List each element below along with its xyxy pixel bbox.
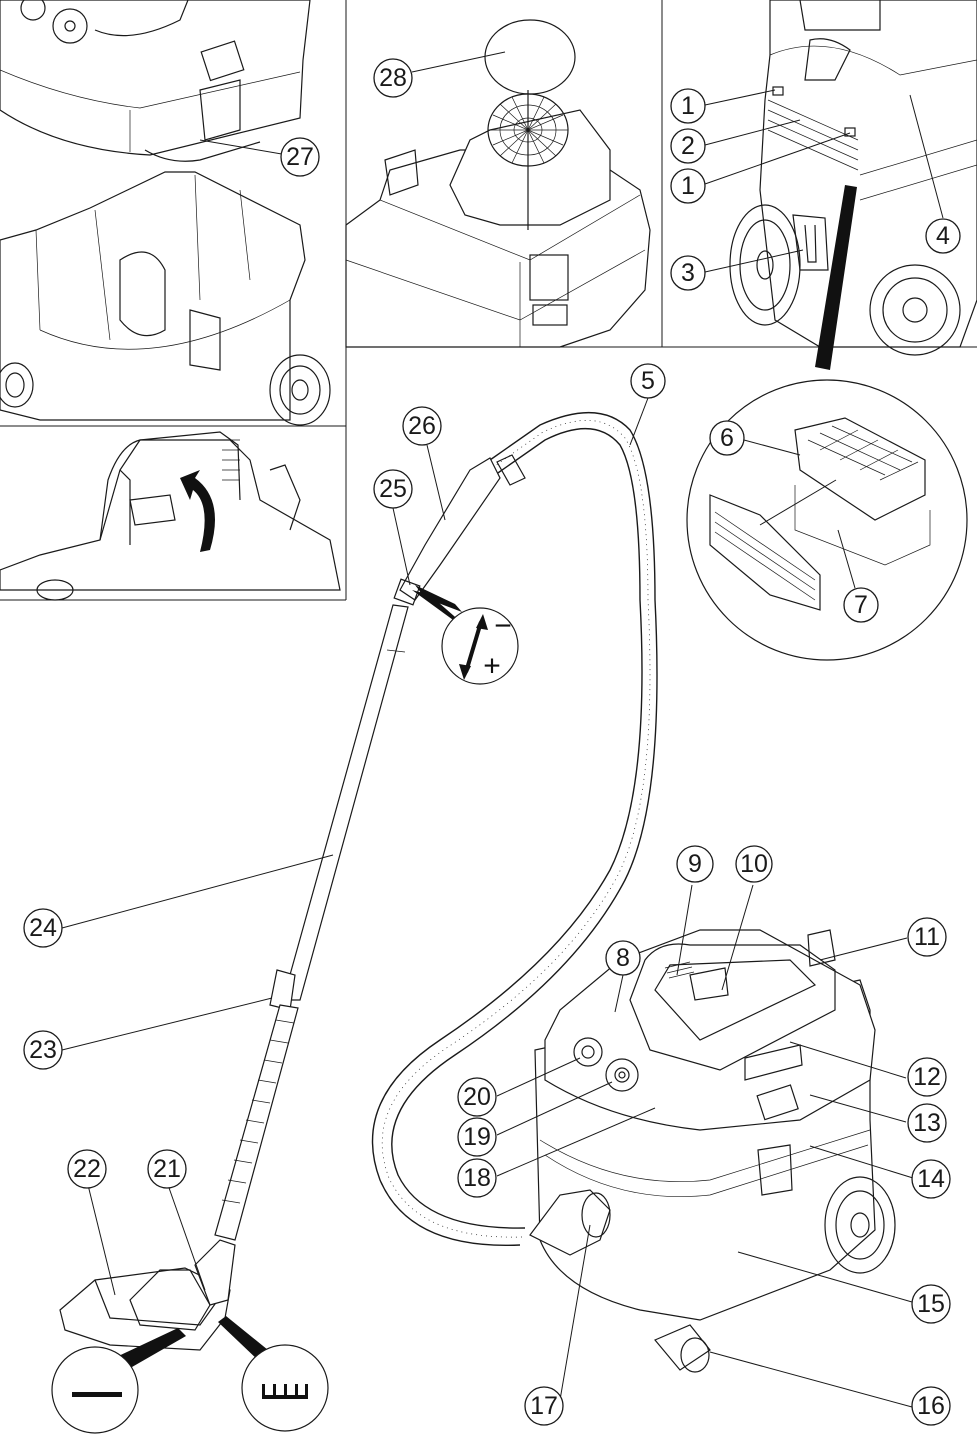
brush-strip-icon — [262, 1384, 308, 1399]
callout-13: 13 — [907, 1103, 947, 1143]
svg-text:8: 8 — [616, 944, 630, 972]
callout-1b: 1 — [670, 168, 706, 204]
svg-text:7: 7 — [854, 591, 868, 619]
filter-detail-inset — [686, 379, 968, 661]
svg-text:25: 25 — [379, 475, 407, 503]
detail-pointer — [815, 185, 857, 370]
callout-10: 10 — [735, 845, 773, 883]
svg-text:16: 16 — [917, 1392, 945, 1420]
svg-text:22: 22 — [73, 1155, 101, 1183]
callout-16: 16 — [911, 1386, 951, 1426]
floor-nozzle — [59, 1239, 236, 1351]
callout-22: 22 — [67, 1149, 107, 1189]
svg-text:21: 21 — [153, 1155, 181, 1183]
callout-20: 20 — [457, 1077, 497, 1117]
callout-17: 17 — [524, 1386, 564, 1426]
plus-symbol: + — [483, 650, 501, 683]
svg-text:9: 9 — [688, 850, 702, 878]
callout-1a: 1 — [670, 88, 706, 124]
svg-text:27: 27 — [286, 143, 314, 171]
suction-hose — [371, 411, 658, 1247]
svg-text:18: 18 — [463, 1164, 491, 1192]
panel-top-left — [0, 0, 331, 426]
callout-15: 15 — [911, 1284, 951, 1324]
svg-text:1: 1 — [681, 172, 695, 200]
svg-text:17: 17 — [530, 1392, 558, 1420]
callout-19: 19 — [457, 1117, 497, 1157]
hard-floor-detail — [51, 1328, 186, 1434]
svg-text:6: 6 — [720, 424, 734, 452]
callout-6: 6 — [709, 420, 745, 456]
callout-26: 26 — [402, 406, 442, 446]
minus-symbol: − — [494, 610, 512, 643]
handle-grip-ribs — [664, 961, 695, 979]
filter-cartridge-grid — [807, 425, 919, 481]
suction-control-detail: − + — [412, 585, 519, 685]
handle-ribs — [222, 439, 240, 481]
exhaust-grille — [767, 99, 859, 171]
svg-text:11: 11 — [914, 923, 940, 951]
callout-11: 11 — [907, 917, 947, 957]
tube-ribs — [221, 1019, 295, 1204]
svg-text:5: 5 — [641, 367, 655, 395]
carpet-detail — [218, 1316, 329, 1432]
fold-arrow-icon — [180, 470, 215, 552]
callout-7: 7 — [843, 587, 879, 623]
callout-5: 5 — [630, 363, 666, 399]
callout-bubbles: 1 2 1 3 4 5 6 7 8 9 10 11 12 13 14 15 16… — [23, 58, 961, 1426]
flat-line-icon — [72, 1392, 122, 1397]
svg-text:26: 26 — [408, 412, 436, 440]
callout-12: 12 — [907, 1057, 947, 1097]
main-device — [529, 929, 896, 1373]
callout-2: 2 — [670, 128, 706, 164]
double-arrow-icon — [459, 614, 488, 680]
svg-text:28: 28 — [379, 64, 407, 92]
callout-3: 3 — [670, 255, 706, 291]
svg-text:12: 12 — [913, 1063, 941, 1091]
callout-27: 27 — [280, 137, 320, 177]
svg-text:4: 4 — [936, 222, 950, 250]
svg-text:24: 24 — [29, 914, 57, 942]
callout-14: 14 — [911, 1159, 951, 1199]
callout-8: 8 — [605, 940, 641, 976]
callout-25: 25 — [373, 469, 413, 509]
callout-23: 23 — [23, 1030, 63, 1070]
callout-21: 21 — [147, 1149, 187, 1189]
cover-slats — [714, 511, 816, 601]
svg-text:23: 23 — [29, 1036, 57, 1064]
svg-text:13: 13 — [913, 1109, 941, 1137]
svg-text:2: 2 — [681, 132, 695, 160]
suction-tube — [214, 604, 409, 1241]
panel-middle-left — [0, 431, 341, 601]
leader-lines — [61, 51, 944, 1408]
svg-text:10: 10 — [740, 850, 768, 878]
panel-top-right — [729, 0, 977, 370]
svg-text:19: 19 — [463, 1123, 491, 1151]
svg-text:1: 1 — [681, 92, 695, 120]
callout-28: 28 — [373, 58, 413, 98]
callout-24: 24 — [23, 908, 63, 948]
callout-18: 18 — [457, 1158, 497, 1198]
svg-text:3: 3 — [681, 259, 695, 287]
callout-9: 9 — [676, 845, 714, 883]
panel-top-middle — [345, 19, 651, 348]
callout-4: 4 — [925, 218, 961, 254]
svg-text:15: 15 — [917, 1290, 945, 1318]
flat-pleated-filter — [484, 19, 576, 95]
svg-text:14: 14 — [917, 1165, 945, 1193]
svg-text:20: 20 — [463, 1083, 491, 1111]
